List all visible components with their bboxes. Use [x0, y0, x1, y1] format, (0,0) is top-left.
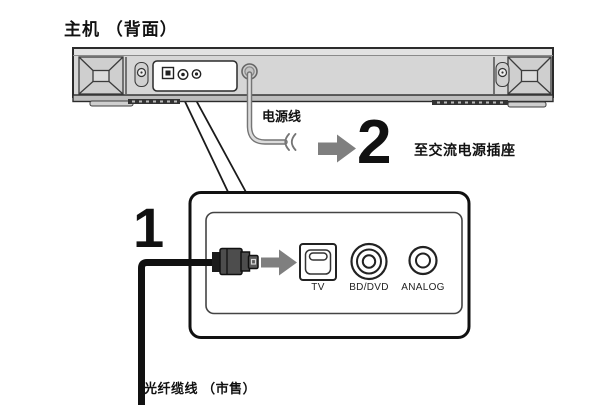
device-right-vent — [432, 100, 508, 105]
right-speaker-bracket-icon — [493, 56, 552, 95]
mini-rca-port-icon — [177, 68, 189, 80]
optical-cable-label: 光纤缆线 （市售） — [144, 381, 257, 396]
optical-cable — [138, 247, 259, 405]
bd-dvd-rca-port-icon — [350, 242, 388, 281]
arrow-right-icon — [261, 249, 297, 276]
device-bottom-band — [72, 94, 554, 103]
device-right-foot — [507, 101, 547, 108]
power-cord — [246, 71, 297, 151]
device-top-face — [74, 49, 552, 55]
mini-optical-port-icon — [161, 66, 175, 80]
page-title: 主机 （背面） — [64, 20, 178, 39]
analog-rca-port-icon — [408, 245, 438, 276]
step2-number: 2 — [357, 108, 392, 177]
port-label-bd-dvd: BD/DVD — [349, 282, 389, 293]
step2-destination-label: 至交流电源插座 — [414, 142, 516, 158]
device-left-foot — [89, 100, 134, 107]
port-label-analog: ANALOG — [401, 282, 445, 293]
right-screw-icon — [495, 61, 510, 88]
callout-leader-lines — [179, 90, 248, 195]
optical-plug-icon — [212, 247, 259, 276]
left-screw-icon — [134, 61, 149, 88]
mini-rca-port-icon — [191, 69, 202, 79]
rear-connector-panel — [152, 60, 238, 92]
port-label-tv: TV — [311, 282, 325, 293]
left-speaker-bracket-icon — [78, 56, 127, 95]
power-cord-label: 电源线 — [262, 109, 302, 124]
arrow-right-icon — [318, 134, 356, 163]
device-body — [72, 47, 554, 108]
cord-break-icon — [284, 133, 297, 151]
callout-box — [188, 191, 471, 339]
device-left-vent — [128, 99, 180, 104]
step1-number: 1 — [133, 196, 165, 259]
tv-optical-port-icon — [299, 243, 337, 281]
